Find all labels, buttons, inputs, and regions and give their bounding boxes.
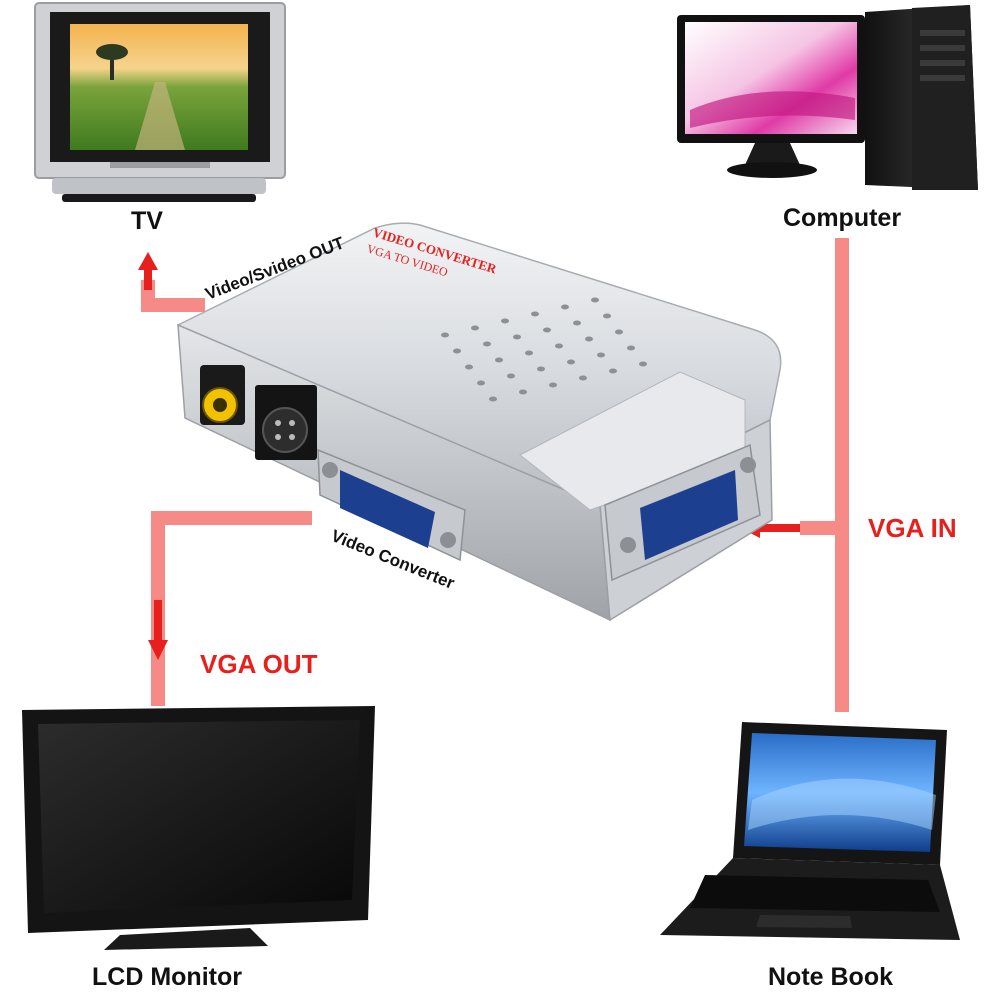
line-tv-out bbox=[141, 280, 205, 312]
vent-hole bbox=[507, 373, 515, 379]
laptop-icon bbox=[660, 722, 960, 940]
tv-icon bbox=[34, 2, 286, 202]
vent-holes bbox=[441, 297, 647, 402]
vent-hole bbox=[549, 382, 557, 388]
vent-hole bbox=[537, 366, 545, 372]
vent-hole bbox=[531, 311, 539, 317]
vent-hole bbox=[453, 348, 461, 354]
vent-hole bbox=[585, 336, 593, 342]
vent-hole bbox=[597, 352, 605, 358]
vent-hole bbox=[495, 357, 503, 363]
vent-hole bbox=[513, 334, 521, 340]
vent-hole bbox=[603, 313, 611, 319]
vent-hole bbox=[489, 396, 497, 402]
lcd-monitor-icon bbox=[22, 706, 375, 950]
vent-hole bbox=[441, 332, 449, 338]
vent-hole bbox=[471, 325, 479, 331]
notebook-label: Note Book bbox=[768, 963, 893, 991]
vga-out-label: VGA OUT bbox=[200, 649, 318, 679]
vent-hole bbox=[501, 318, 509, 324]
vent-hole bbox=[561, 304, 569, 310]
vent-hole bbox=[477, 380, 485, 386]
vent-hole bbox=[591, 297, 599, 303]
arrow-tv-up bbox=[138, 252, 158, 290]
vent-hole bbox=[609, 368, 617, 374]
vent-hole bbox=[555, 343, 563, 349]
vent-hole bbox=[567, 359, 575, 365]
vent-hole bbox=[543, 327, 551, 333]
svideo-port-icon bbox=[255, 385, 317, 460]
vent-hole bbox=[573, 320, 581, 326]
computer-label: Computer bbox=[783, 204, 901, 232]
vent-hole bbox=[483, 341, 491, 347]
vga-in-label: VGA IN bbox=[868, 513, 957, 543]
vent-hole bbox=[525, 350, 533, 356]
vent-hole bbox=[639, 361, 647, 367]
desktop-computer-icon bbox=[677, 5, 978, 190]
vent-hole bbox=[627, 345, 635, 351]
vent-hole bbox=[615, 329, 623, 335]
tv-label: TV bbox=[131, 207, 163, 235]
vga-out-port-icon bbox=[317, 448, 466, 562]
vent-hole bbox=[579, 375, 587, 381]
lcd-monitor-label: LCD Monitor bbox=[92, 963, 242, 991]
vent-hole bbox=[465, 364, 473, 370]
video-converter-device: VIDEO CONVERTER VGA TO VIDEO bbox=[177, 222, 782, 622]
vent-hole bbox=[519, 389, 527, 395]
vga-in-port-icon bbox=[604, 443, 761, 582]
arrow-vga-out bbox=[148, 600, 168, 660]
rca-jack-icon bbox=[200, 365, 245, 425]
